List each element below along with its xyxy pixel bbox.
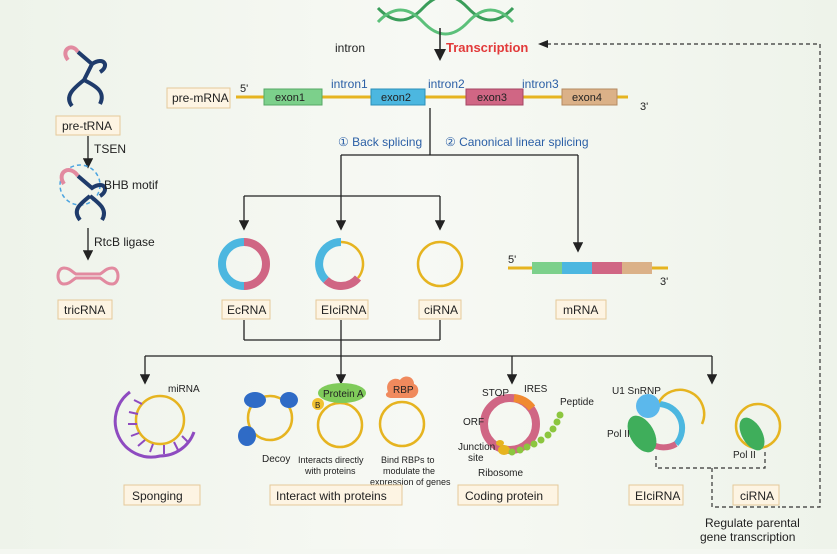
protein-a-icon — [312, 383, 366, 449]
coding-label: Coding protein — [465, 489, 543, 503]
pre-trna-icon — [63, 45, 108, 108]
bind-text-1: Bind RBPs to — [381, 455, 435, 465]
rtcb-ligase-label: RtcB ligase — [94, 235, 155, 249]
protein-a-label: Protein A — [323, 389, 364, 400]
bind-text-3: expression of genes — [370, 477, 451, 487]
stop-label: STOP — [482, 388, 509, 399]
sponging-label: Sponging — [132, 489, 183, 503]
elcirna-label: EIciRNA — [321, 303, 366, 317]
interact-label: Interact with proteins — [276, 489, 387, 503]
three-prime-label: 3' — [640, 101, 648, 113]
ecrna-circle-icon — [218, 238, 270, 290]
ires-label: IRES — [524, 384, 548, 395]
mirna-label: miRNA — [168, 384, 200, 395]
interacts-text-2: with proteins — [304, 466, 356, 476]
exon1-block — [263, 88, 323, 106]
transcription-label: Transcription — [446, 40, 528, 55]
pre-mrna-label: pre-mRNA — [172, 91, 229, 105]
cirna-function-label: ciRNA — [740, 489, 774, 503]
exon4-label: exon4 — [572, 92, 602, 104]
tricrna-box — [57, 299, 113, 320]
intron1-label: intron1 — [331, 77, 368, 91]
elcirna-box — [315, 299, 369, 320]
u1-snrnp-label: U1 SnRNP — [612, 386, 661, 397]
intron3-label: intron3 — [522, 77, 559, 91]
cirna-circle-icon — [416, 240, 464, 288]
bind-text-2: modulate the — [383, 466, 435, 476]
coding-protein-icon — [480, 394, 564, 456]
elcirna-function-box — [628, 484, 684, 506]
pol2-b-label: Pol II — [733, 450, 756, 461]
rbp-icon — [378, 376, 426, 448]
intron-label: intron — [335, 41, 365, 55]
sponging-box — [123, 484, 201, 506]
elcirna-circle-icon — [315, 238, 365, 290]
interacts-text-1: Interacts directly — [298, 455, 364, 465]
regulate-text-2: gene transcription — [700, 530, 795, 544]
bhb-motif-label: BHB motif — [104, 178, 159, 192]
five-prime-label: 5' — [240, 83, 248, 95]
interact-box — [269, 484, 403, 506]
exon1-label: exon1 — [275, 92, 305, 104]
tsen-label: TSEN — [94, 142, 126, 156]
junction-label-2: site — [468, 453, 484, 464]
mirna-sponge-icon — [113, 390, 196, 459]
cirna-label: ciRNA — [424, 303, 458, 317]
mrna-five-prime: 5' — [508, 254, 516, 266]
pol2-a-label: Pol II — [607, 429, 630, 440]
cirna-function-icon — [734, 402, 782, 451]
tricrna-icon — [56, 266, 120, 286]
exon4-block — [561, 88, 618, 106]
peptide-label: Peptide — [560, 397, 594, 408]
pre-trna-label: pre-tRNA — [62, 119, 112, 133]
ecrna-box — [221, 299, 271, 320]
mrna-three-prime: 3' — [660, 276, 668, 288]
ribosome-label: Ribosome — [478, 468, 523, 479]
dna-helix-icon — [376, 0, 515, 36]
mrna-label: mRNA — [563, 303, 598, 317]
orf-label: ORF — [463, 417, 484, 428]
tricrna-label: tricRNA — [64, 303, 105, 317]
elcirna-function-icon — [627, 388, 706, 453]
intron2-label: intron2 — [428, 77, 465, 91]
exon2-label: exon2 — [381, 92, 411, 104]
exon3-block — [465, 88, 524, 106]
canonical-splicing-label: ② Canonical linear splicing — [445, 135, 589, 149]
regulate-text-1: Regulate parental — [705, 516, 800, 530]
cirna-box — [418, 299, 462, 320]
junction-label-1: Junction — [458, 442, 495, 453]
bhb-motif-icon — [59, 164, 108, 222]
elcirna-function-label: EIciRNA — [635, 489, 680, 503]
mrna-box — [555, 299, 607, 320]
pre-trna-box — [55, 115, 121, 136]
feedback-dashed-line — [540, 43, 821, 508]
decoy-icon — [238, 392, 298, 446]
pre-mrna-box — [166, 87, 231, 109]
cirna-function-box — [732, 484, 780, 506]
coding-box — [457, 484, 559, 506]
exon2-block — [370, 88, 426, 106]
ecrna-label: EcRNA — [227, 303, 266, 317]
back-splicing-label: ① Back splicing — [338, 135, 422, 149]
exon3-label: exon3 — [477, 92, 507, 104]
decoy-label: Decoy — [262, 454, 290, 465]
b-label: B — [315, 401, 320, 410]
rbp-label: RBP — [393, 385, 414, 396]
